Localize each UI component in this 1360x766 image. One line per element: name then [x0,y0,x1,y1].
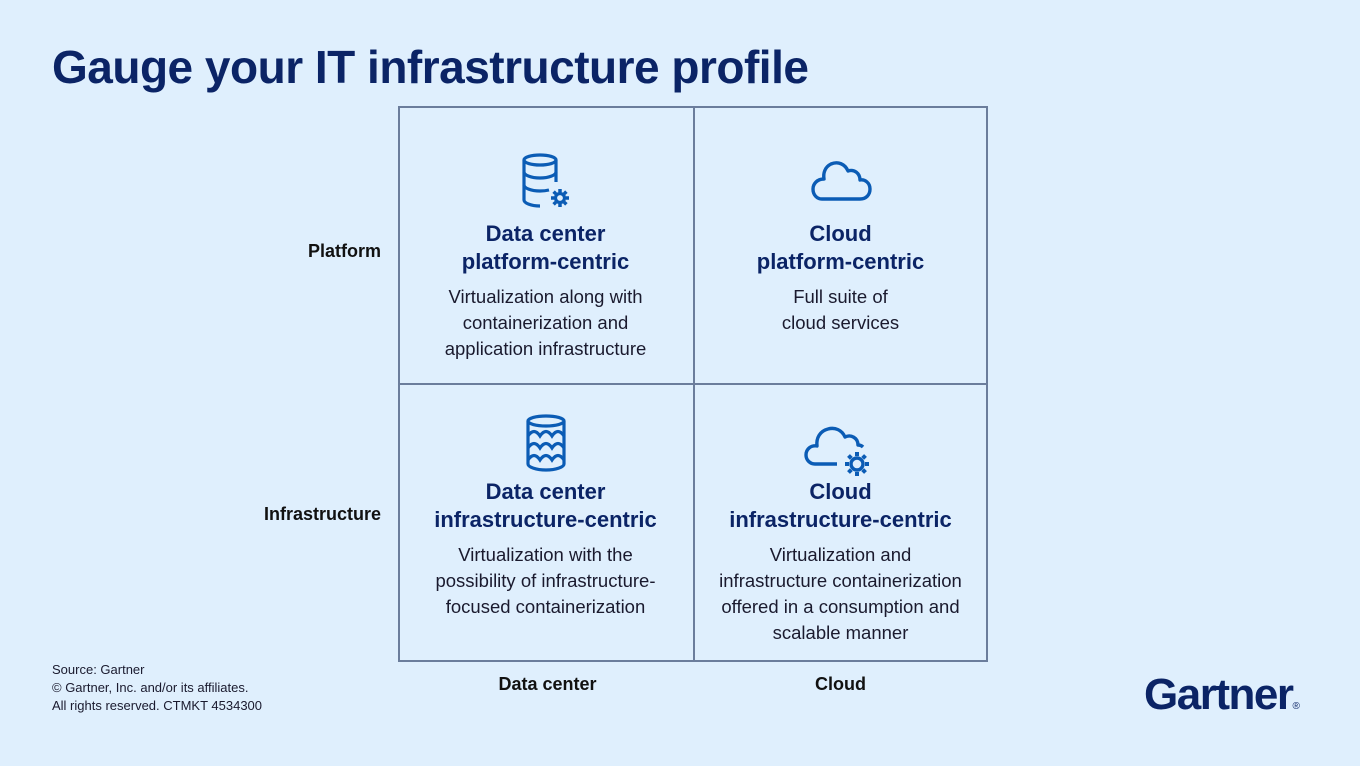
rights-line: All rights reserved. CTMKT 4534300 [52,698,263,713]
x-axis-label-data-center: Data center [498,674,597,694]
cloud-icon [810,161,872,201]
grid-horizontal-divider [398,383,988,385]
y-axis-label-infrastructure: Infrastructure [263,504,381,524]
cloud-gear-icon [804,426,869,476]
gartner-logo: Gartner® [1144,670,1300,719]
copyright-line: © Gartner, Inc. and/or its affiliates. [52,680,249,695]
database-gear-icon [522,153,569,208]
y-axis-label-platform: Platform [307,241,381,261]
source-line: Source: Gartner [52,662,145,677]
footer-source: Source: Gartner © Gartner, Inc. and/or i… [52,661,262,715]
page-title: Gauge your IT infrastructure profile [52,41,809,93]
x-axis-label-cloud: Cloud [815,674,866,694]
data-lake-icon [525,414,566,472]
